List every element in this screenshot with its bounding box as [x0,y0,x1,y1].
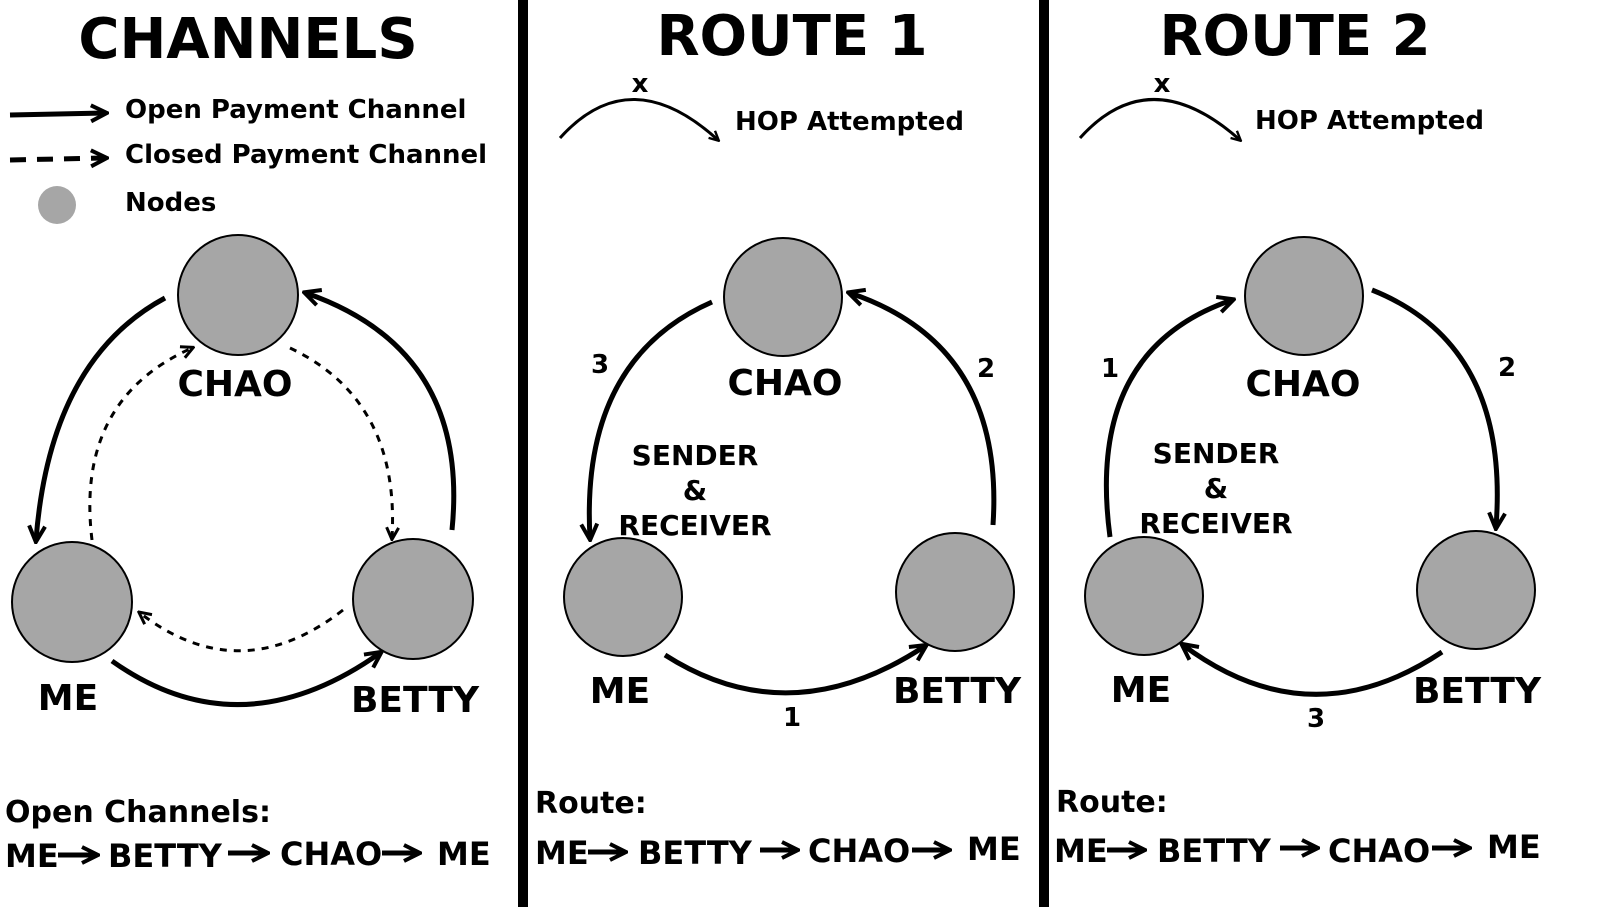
legend-nodes-label: Nodes [125,188,216,218]
hop-attempted-arrow [558,98,718,140]
node-me-label: ME [590,671,650,712]
hop-x-label: x [632,69,649,99]
divider-left [518,0,528,907]
legend-closed-label: Closed Payment Channel [125,140,487,170]
ampersand-label: & [683,474,707,507]
open-channel-chao-to-me [36,295,167,540]
sequence-item: CHAO [1328,832,1430,870]
node-chao [723,237,843,357]
divider-right [1039,0,1049,907]
hop-number-right: 2 [977,354,995,384]
open-channel-me-to-betty [110,653,380,707]
node-me [11,541,133,663]
closed-channel-chao-to-betty [289,346,393,538]
hop-number-bottom: 3 [1307,704,1325,734]
legend: Open Payment Channel Closed Payment Chan… [9,95,487,224]
legend-closed-arrow [9,158,105,160]
sequence-item: ME [1487,828,1541,866]
ampersand-label: & [1204,472,1228,505]
node-chao-label: CHAO [727,363,842,404]
panel-route-1: ROUTE 1 x HOP Attempted CHAO ME BETTY SE… [535,4,1022,872]
footer-title: Route: [1056,785,1168,820]
closed-channel-betty-to-me [140,608,344,653]
hop-arrow-chao-to-betty [1371,287,1497,527]
hop-attempted-arrow [1078,98,1240,140]
sequence: ME BETTY CHAO ME [5,835,491,875]
sequence-item: ME [437,835,491,873]
receiver-label: RECEIVER [1139,507,1292,540]
hop-attempted-label: HOP Attempted [1255,106,1484,136]
hop-x-label: x [1154,69,1171,99]
node-betty [1416,530,1536,650]
node-me-label: ME [1111,670,1171,711]
legend-open-label: Open Payment Channel [125,95,466,125]
footer-title: Open Channels: [5,795,271,830]
node-chao [177,234,299,356]
node-me [563,537,683,657]
panel-title: ROUTE 1 [656,4,927,69]
closed-channel-me-to-chao [88,348,192,541]
hop-arrow-betty-to-chao [850,293,997,526]
panel-route-2: ROUTE 2 x HOP Attempted CHAO ME BETTY SE… [1054,4,1542,870]
hop-arrow-me-to-chao [1103,300,1232,538]
sequence-item: BETTY [638,834,753,872]
footer-title: Route: [535,786,647,821]
sequence-item: ME [5,837,59,875]
hop-number-left: 1 [1101,354,1119,384]
receiver-label: RECEIVER [618,509,771,542]
node-betty [352,538,474,660]
node-me-label: ME [38,678,98,719]
sequence: ME BETTY CHAO ME [1054,828,1541,870]
sequence-item: CHAO [808,832,910,870]
hop-legend: x HOP Attempted [1078,69,1484,140]
node-chao-label: CHAO [177,364,292,405]
sequence-item: CHAO [280,835,382,873]
legend-node-icon [38,186,76,224]
sequence-item: ME [535,834,589,872]
hop-arrow-me-to-betty [663,646,925,696]
panel-title: CHANNELS [78,7,417,72]
panel-title: ROUTE 2 [1159,4,1430,69]
hop-number-bottom: 1 [783,703,801,733]
sequence: ME BETTY CHAO ME [535,830,1021,872]
sequence-item: ME [967,830,1021,868]
hop-number-right: 2 [1498,353,1516,383]
hop-number-left: 3 [591,350,609,380]
hop-attempted-label: HOP Attempted [735,107,964,137]
sequence-item: BETTY [108,837,223,875]
hop-arrow-chao-to-me [589,299,714,538]
panel-channels: CHANNELS Open Payment Channel Closed Pay… [5,7,491,875]
sequence-item: ME [1054,832,1108,870]
node-betty-label: BETTY [351,680,480,721]
hop-legend: x HOP Attempted [558,69,964,140]
node-betty [895,532,1015,652]
node-me [1084,536,1204,656]
sequence-item: BETTY [1157,832,1272,870]
node-chao [1244,236,1364,356]
node-betty-label: BETTY [1413,671,1542,712]
node-betty-label: BETTY [893,671,1022,712]
node-chao-label: CHAO [1245,364,1360,405]
legend-open-arrow [9,113,105,115]
open-channel-betty-to-chao [306,293,457,531]
hop-arrow-betty-to-me [1183,645,1444,697]
sender-label: SENDER [1153,437,1280,470]
sender-label: SENDER [632,439,759,472]
